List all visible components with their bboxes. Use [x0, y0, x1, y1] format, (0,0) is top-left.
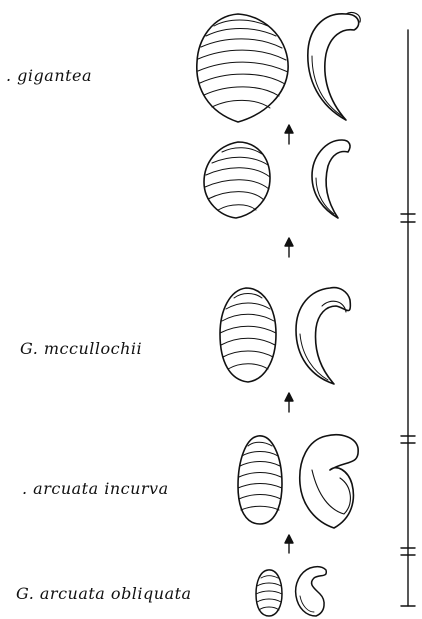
arrow-up-2: [285, 238, 293, 257]
shell-gigantea-profile: [308, 12, 360, 120]
arrow-up-3: [285, 393, 293, 412]
shell-gigantea-juvenile-profile: [312, 140, 350, 218]
shell-arcuata-incurva-profile: [300, 435, 358, 528]
shell-gigantea-valve: [197, 14, 288, 122]
arrow-up-4: [285, 535, 293, 553]
shell-arcuata-obliquata-valve: [256, 570, 282, 616]
shell-gigantea-juvenile-valve: [204, 142, 270, 218]
arrow-up-1: [285, 125, 293, 144]
shell-mccullochii-profile: [296, 288, 350, 384]
shell-arcuata-obliquata-profile: [296, 567, 327, 616]
scale-bar: [401, 30, 415, 606]
shell-arcuata-incurva-valve: [238, 436, 282, 524]
shell-mccullochii-valve: [220, 288, 276, 382]
